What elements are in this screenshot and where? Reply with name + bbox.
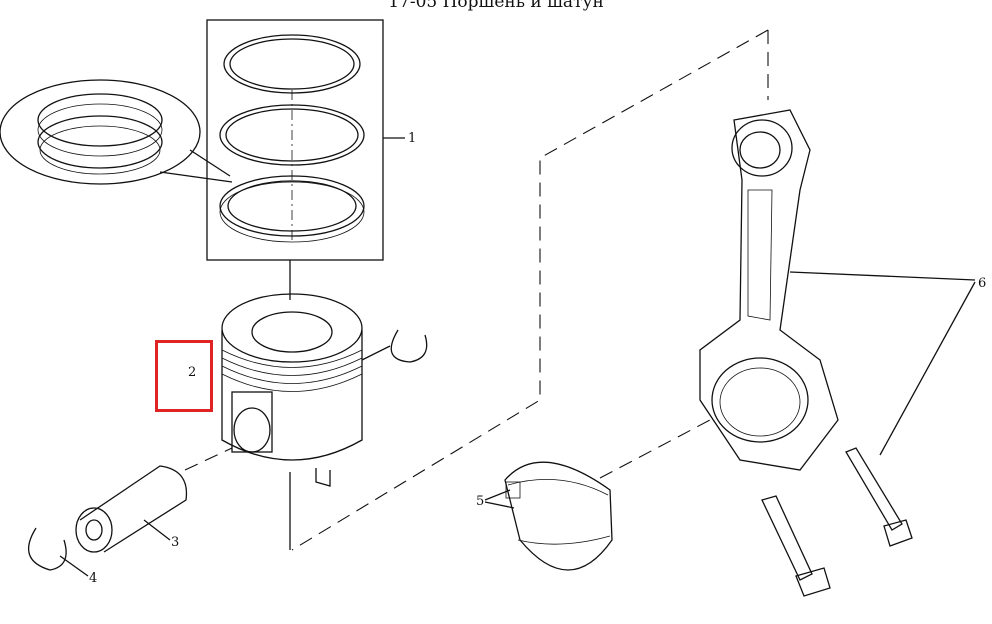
callout-4: 4 [89, 571, 98, 586]
callout-5: 5 [476, 494, 485, 509]
ring-detail-bubble [0, 79, 233, 185]
callout-2: 2 [188, 365, 197, 380]
connecting-rod [699, 109, 976, 471]
rod-bolt-right [845, 447, 913, 547]
highlight-box [155, 340, 213, 412]
snap-ring-left [27, 527, 89, 577]
bearing-shell [484, 461, 613, 571]
piston-pin [75, 447, 233, 553]
piston-ring-set [206, 19, 405, 261]
snap-ring-right [361, 329, 428, 363]
rod-bolt-left [761, 495, 831, 597]
callout-3: 3 [171, 535, 180, 550]
diagram-title: 17-05 Поршень и шатун [388, 0, 604, 12]
callout-1: 1 [408, 131, 417, 146]
alignment-lines [291, 29, 769, 551]
callout-6: 6 [978, 276, 987, 291]
piston [221, 293, 363, 550]
